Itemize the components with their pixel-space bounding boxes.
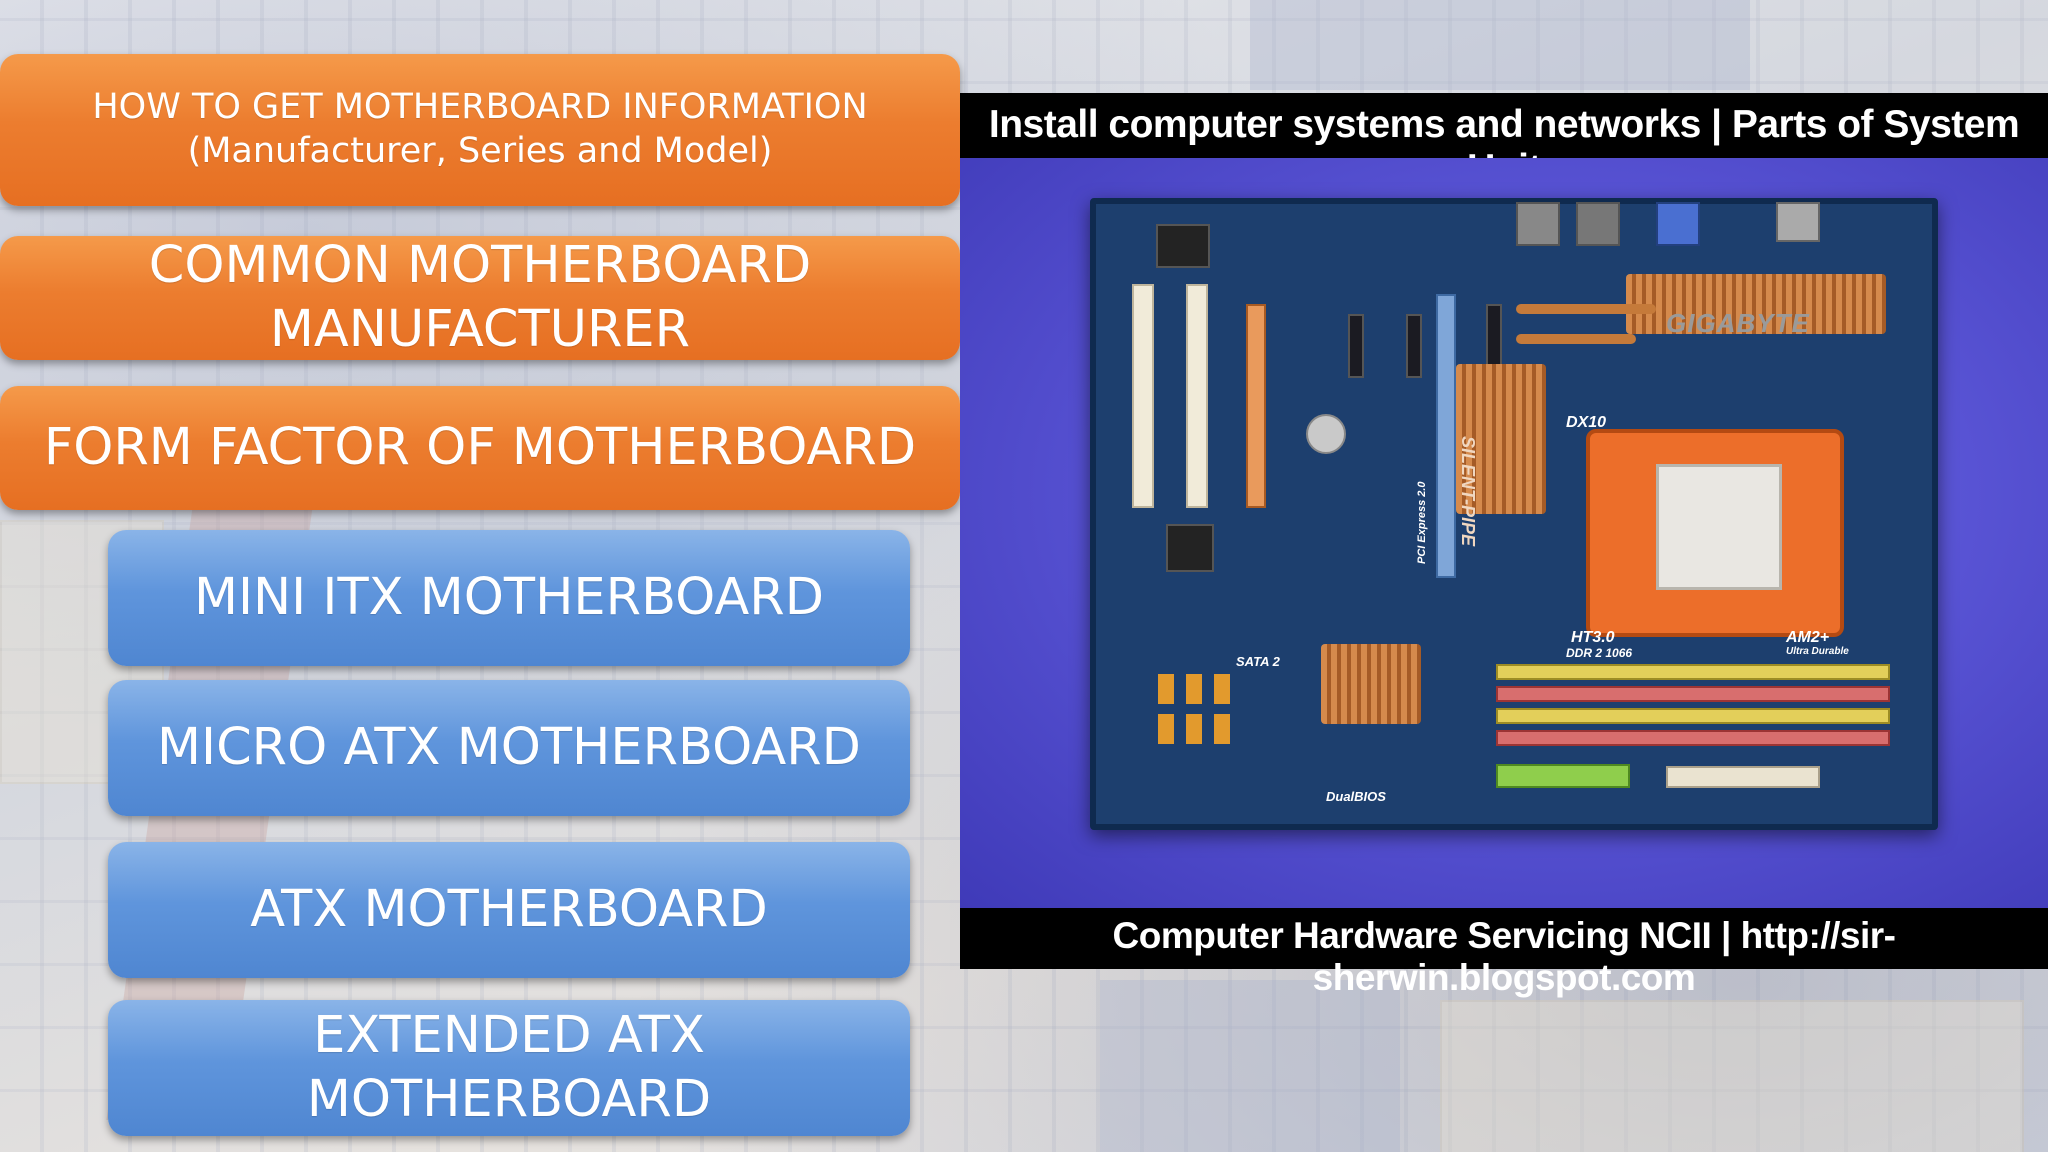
pci-slot <box>1186 284 1208 508</box>
sata-port <box>1158 714 1174 744</box>
menu-item-line: MANUFACTURER <box>269 300 691 359</box>
bg-decor <box>1250 0 1750 90</box>
ht-label: HT3.0 <box>1571 629 1615 646</box>
subitem-micro-atx[interactable]: MICRO ATX MOTHERBOARD <box>108 680 910 816</box>
cpu-socket <box>1656 464 1782 590</box>
pcie-slot <box>1246 304 1266 508</box>
bg-decor <box>1440 1000 2024 1152</box>
ram-slot <box>1496 708 1890 724</box>
bg-decor <box>1100 980 1400 1152</box>
board-brand-label: GIGABYTE <box>1666 308 1810 338</box>
subitem-mini-itx[interactable]: MINI ITX MOTHERBOARD <box>108 530 910 666</box>
subitem-label: MOTHERBOARD <box>306 1070 712 1129</box>
am2-label: AM2+ <box>1786 629 1830 646</box>
subitem-extended-atx[interactable]: EXTENDED ATX MOTHERBOARD <box>108 1000 910 1136</box>
bottom-caption: Computer Hardware Servicing NCII | http:… <box>1112 915 1896 998</box>
io-port <box>1516 202 1560 246</box>
sata-port <box>1214 674 1230 704</box>
sata-label: SATA 2 <box>1236 654 1280 669</box>
sata-port <box>1214 714 1230 744</box>
heatpipe <box>1516 334 1636 344</box>
chip <box>1156 224 1210 268</box>
menu-item-line: COMMON MOTHERBOARD <box>148 236 812 296</box>
menu-item-common-manufacturer[interactable]: COMMON MOTHERBOARD MANUFACTURER <box>0 236 960 360</box>
io-port <box>1776 202 1820 242</box>
ram-slot <box>1496 664 1890 680</box>
subitem-atx[interactable]: ATX MOTHERBOARD <box>108 842 910 978</box>
ide-connector <box>1496 764 1630 788</box>
menu-item-form-factor[interactable]: FORM FACTOR OF MOTHERBOARD <box>0 386 960 510</box>
motherboard-photo: GIGABYTE SILENT-PIPE DX10 HT3.0 AM2+ DDR… <box>960 158 2048 908</box>
menu-item-label: FORM FACTOR OF MOTHERBOARD <box>43 418 917 478</box>
menu-item-line: (Manufacturer, Series and Model) <box>187 131 773 171</box>
sata-port <box>1186 674 1202 704</box>
subitem-label: EXTENDED ATX <box>313 1006 705 1066</box>
pcie-x1-slot <box>1348 314 1364 378</box>
dx10-label: DX10 <box>1566 414 1607 431</box>
dualbios-label: DualBIOS <box>1326 789 1386 804</box>
chipset-heatsink <box>1456 364 1546 514</box>
southbridge-heatsink <box>1321 644 1421 724</box>
vga-port <box>1656 202 1700 246</box>
chip <box>1166 524 1214 572</box>
ram-slot <box>1496 730 1890 746</box>
menu-item-line: HOW TO GET MOTHERBOARD INFORMATION <box>92 87 868 128</box>
ddr-label: DDR 2 1066 <box>1566 646 1633 660</box>
ultra-label: Ultra Durable <box>1786 646 1849 657</box>
ram-slot <box>1496 686 1890 702</box>
menu-item-motherboard-information[interactable]: HOW TO GET MOTHERBOARD INFORMATION (Manu… <box>0 54 960 206</box>
pcie-x16-slot <box>1436 294 1456 578</box>
sata-port <box>1158 674 1174 704</box>
io-port <box>1576 202 1620 246</box>
heatsink-label: SILENT-PIPE <box>1458 436 1478 547</box>
cmos-battery <box>1306 414 1346 454</box>
subitem-label: MINI ITX MOTHERBOARD <box>193 568 825 628</box>
subitem-label: MICRO ATX MOTHERBOARD <box>157 718 861 778</box>
pcie-label: PCI Express 2.0 <box>1416 481 1428 564</box>
vrm-heatsink <box>1626 274 1886 334</box>
motherboard-board: GIGABYTE SILENT-PIPE DX10 HT3.0 AM2+ DDR… <box>1090 198 1938 830</box>
motherboard-image-panel: Install computer systems and networks | … <box>960 93 2048 998</box>
heatpipe <box>1516 304 1656 314</box>
pcie-x1-slot <box>1406 314 1422 378</box>
atx-power-connector <box>1666 766 1820 788</box>
subitem-label: ATX MOTHERBOARD <box>250 880 768 940</box>
pci-slot <box>1132 284 1154 508</box>
sata-port <box>1186 714 1202 744</box>
